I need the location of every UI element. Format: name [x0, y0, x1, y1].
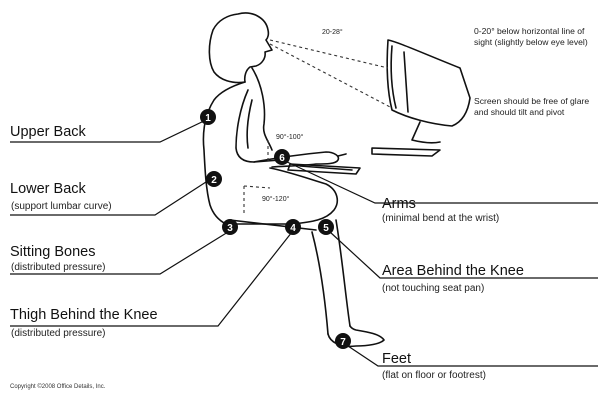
- leader-thigh-knee: [10, 231, 293, 327]
- person-thigh: [225, 167, 339, 225]
- lower-back-title: Lower Back: [10, 181, 86, 197]
- monitor: [386, 39, 471, 127]
- person-lower-leg: [311, 231, 329, 335]
- lower-back-desc: (support lumbar curve): [11, 201, 112, 212]
- glare-note: Screen should be free of glare and shoul…: [474, 96, 590, 118]
- marker-4: 4: [285, 219, 301, 235]
- marker-5: 5: [318, 219, 334, 235]
- person-head: [208, 12, 273, 84]
- arms-title: Arms: [382, 196, 416, 212]
- keyboard: [287, 163, 361, 175]
- marker-5-label: 5: [323, 223, 329, 234]
- leader-lower-back: [10, 181, 207, 216]
- marker-7: 7: [335, 333, 351, 349]
- marker-2-label: 2: [211, 175, 217, 186]
- view-angle-label: 20-28°: [322, 29, 343, 36]
- leader-feet: [344, 343, 598, 367]
- marker-3-label: 3: [227, 223, 233, 234]
- hip-angle-label: 90°-120°: [262, 196, 290, 203]
- chair-seat: [229, 219, 317, 231]
- marker-7-label: 7: [340, 337, 346, 348]
- person-back: [202, 81, 246, 225]
- marker-6-label: 6: [279, 153, 285, 164]
- arms-desc: (minimal bend at the wrist): [382, 213, 500, 224]
- sitting-bones-title: Sitting Bones: [10, 244, 96, 260]
- marker-1: 1: [200, 109, 216, 125]
- marker-3: 3: [222, 219, 238, 235]
- behind-knee-title: Area Behind the Knee: [382, 263, 524, 279]
- thigh-knee-desc: (distributed pressure): [11, 328, 106, 339]
- upper-back-title: Upper Back: [10, 124, 86, 140]
- marker-4-label: 4: [290, 223, 296, 234]
- marker-1-label: 1: [205, 113, 211, 124]
- person-front: [251, 67, 273, 151]
- thigh-knee-title: Thigh Behind the Knee: [10, 307, 158, 323]
- sightline-upper: [269, 39, 389, 69]
- elbow-angle-label: 90°-100°: [276, 134, 304, 141]
- marker-2: 2: [206, 171, 222, 187]
- feet-desc: (flat on floor or footrest): [382, 370, 486, 381]
- leader-arms: [284, 160, 598, 204]
- sitting-bones-desc: (distributed pressure): [11, 262, 106, 273]
- person-upper-arm: [235, 89, 281, 163]
- sightline-lower: [269, 43, 393, 109]
- leader-sitting-bones: [10, 231, 229, 275]
- marker-6: 6: [274, 149, 290, 165]
- behind-knee-desc: (not touching seat pan): [382, 283, 485, 294]
- feet-title: Feet: [382, 351, 412, 367]
- copyright: Copyright ©2008 Office Details, Inc.: [10, 384, 106, 390]
- sightline-note: 0-20° below horizontal line of sight (sl…: [474, 26, 588, 48]
- leader-behind-knee: [329, 231, 598, 279]
- leader-upper-back: [10, 119, 207, 143]
